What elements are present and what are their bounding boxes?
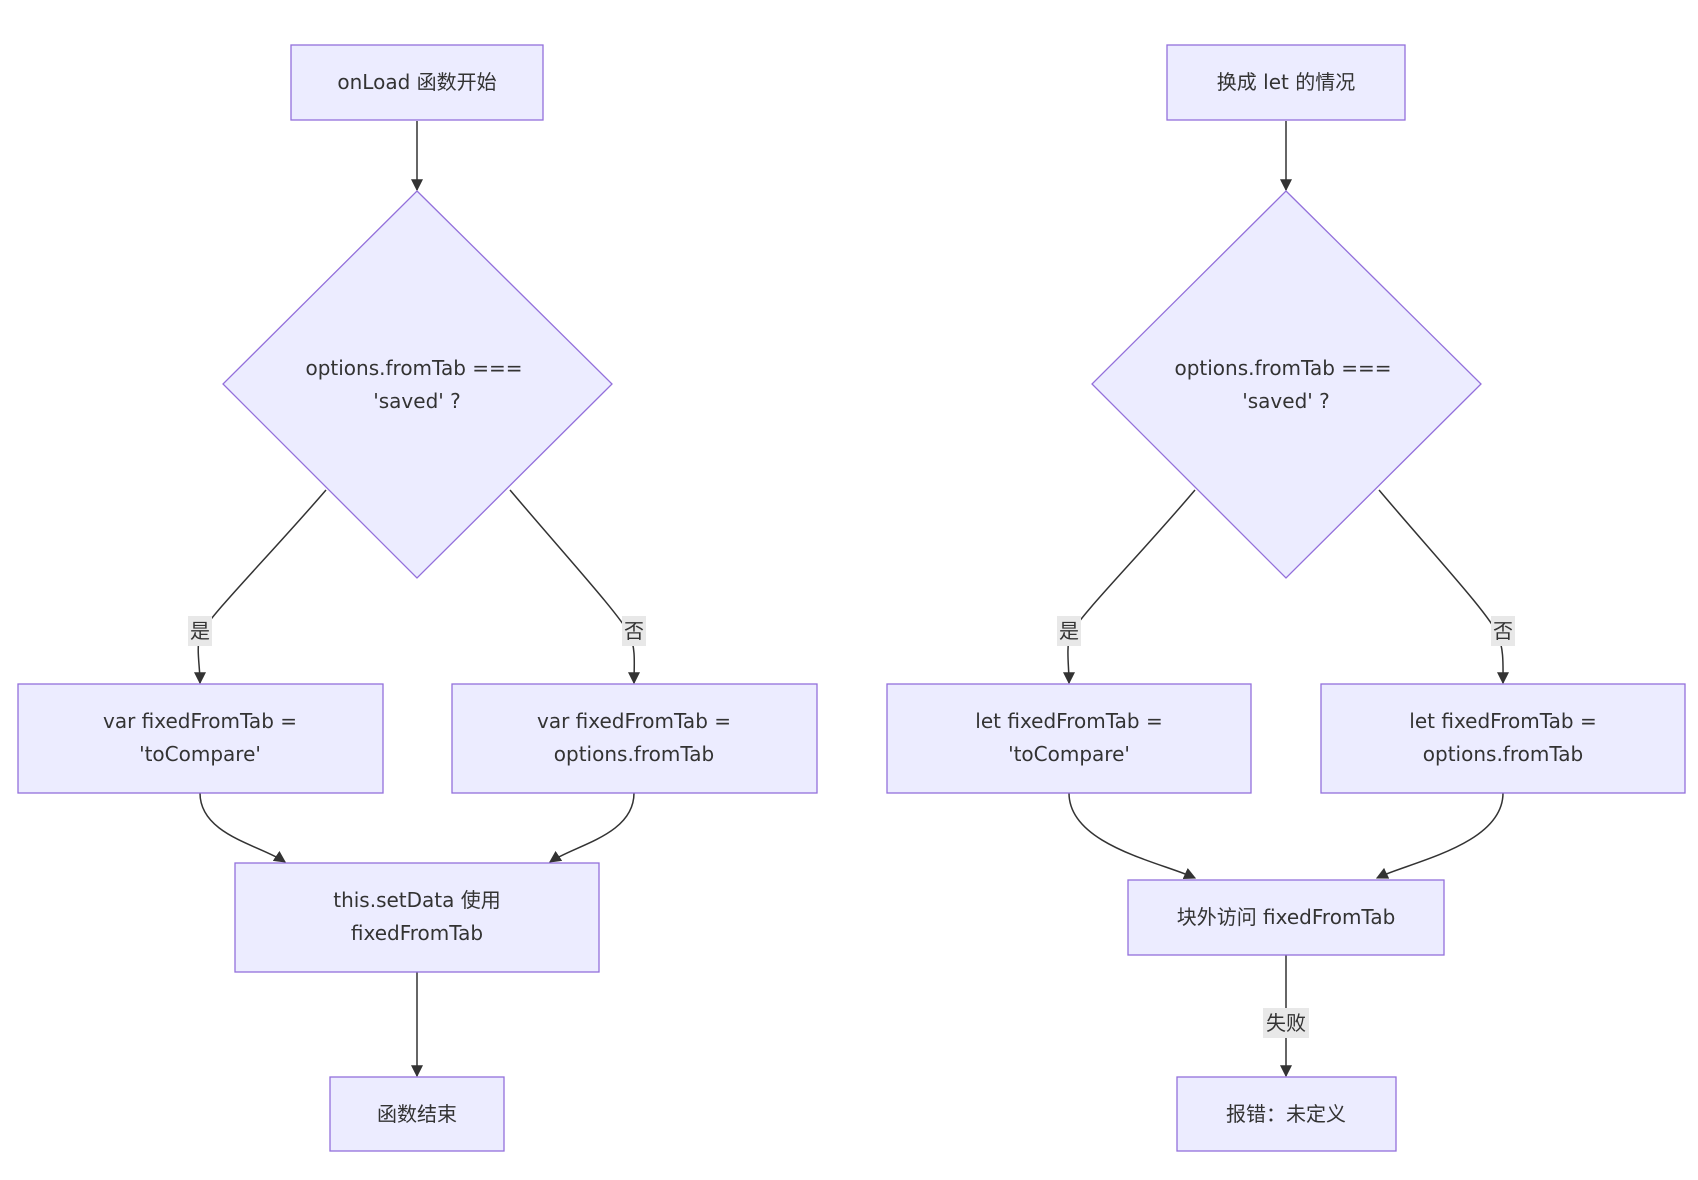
- yes-label-left-text: 是: [190, 619, 210, 643]
- yes-box-right-line2: 'toCompare': [1008, 742, 1130, 766]
- yes-box-right: let fixedFromTab = 'toCompare': [886, 683, 1252, 794]
- merge-box-left-line2: fixedFromTab: [351, 921, 483, 945]
- no-label-left: 否: [622, 616, 646, 646]
- no-box-left-line2: options.fromTab: [554, 742, 714, 766]
- yes-label-left: 是: [188, 616, 212, 646]
- yes-box-left-line1: var fixedFromTab =: [103, 709, 297, 733]
- right-flowchart: 换成 let 的情况 options.fromTab === 'saved' ?…: [886, 44, 1686, 1152]
- decision-left-line2: 'saved' ?: [373, 389, 460, 413]
- no-box-left-line1: var fixedFromTab =: [537, 709, 731, 733]
- no-label-right: 否: [1491, 616, 1515, 646]
- edge-no-to-access-right: [1375, 792, 1504, 879]
- no-box-right-line2: options.fromTab: [1423, 742, 1583, 766]
- decision-node-left: options.fromTab === 'saved' ?: [222, 190, 613, 579]
- access-box-right: 块外访问 fixedFromTab: [1127, 879, 1445, 956]
- left-flowchart: onLoad 函数开始 options.fromTab === 'saved' …: [17, 44, 818, 1152]
- error-node-right-text: 报错：未定义: [1226, 1102, 1346, 1126]
- no-box-right: let fixedFromTab = options.fromTab: [1320, 683, 1686, 794]
- start-node-left-text: onLoad 函数开始: [337, 70, 496, 94]
- start-node-right-text: 换成 let 的情况: [1217, 70, 1355, 94]
- end-node-left-text: 函数结束: [377, 1102, 457, 1126]
- yes-box-left-line2: 'toCompare': [139, 742, 261, 766]
- yes-label-right-text: 是: [1059, 619, 1079, 643]
- edge-yes-to-access-right: [1068, 792, 1197, 879]
- decision-right-line1: options.fromTab ===: [1174, 356, 1391, 380]
- fail-label-right-text: 失败: [1266, 1011, 1306, 1035]
- yes-label-right: 是: [1057, 616, 1081, 646]
- start-node-left: onLoad 函数开始: [290, 44, 544, 121]
- no-label-left-text: 否: [624, 619, 644, 643]
- yes-box-right-line1: let fixedFromTab =: [975, 709, 1162, 733]
- access-box-right-text: 块外访问 fixedFromTab: [1177, 905, 1396, 929]
- merge-box-left-line1: this.setData 使用: [333, 888, 501, 912]
- no-label-right-text: 否: [1493, 619, 1513, 643]
- edge-decision-to-yes-left: [193, 489, 327, 685]
- decision-node-right: options.fromTab === 'saved' ?: [1091, 190, 1482, 579]
- no-box-right-line1: let fixedFromTab =: [1409, 709, 1596, 733]
- edge-no-to-merge-left: [549, 792, 635, 863]
- merge-box-left: this.setData 使用 fixedFromTab: [234, 862, 600, 973]
- fail-label-right: 失败: [1263, 1008, 1309, 1038]
- start-node-right: 换成 let 的情况: [1166, 44, 1406, 121]
- no-box-left: var fixedFromTab = options.fromTab: [451, 683, 818, 794]
- decision-right-line2: 'saved' ?: [1242, 389, 1329, 413]
- edge-yes-to-merge-left: [199, 792, 286, 863]
- edge-decision-to-yes-right: [1062, 489, 1196, 685]
- yes-box-left: var fixedFromTab = 'toCompare': [17, 683, 384, 794]
- end-node-left: 函数结束: [329, 1076, 505, 1152]
- edge-decision-to-no-right: [1378, 489, 1510, 685]
- edge-decision-to-no-left: [509, 489, 641, 685]
- decision-left-line1: options.fromTab ===: [305, 356, 522, 380]
- error-node-right: 报错：未定义: [1176, 1076, 1397, 1152]
